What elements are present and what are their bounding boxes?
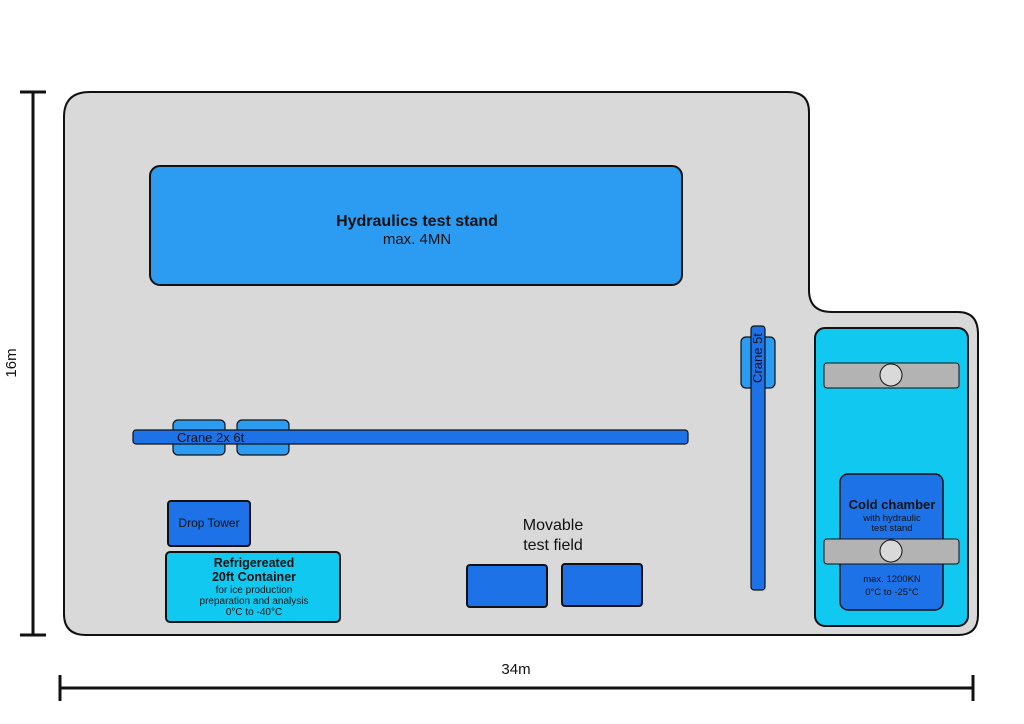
crane-5t: Crane 5t — [740, 325, 776, 591]
hydraulics-title: Hydraulics test stand — [336, 213, 498, 230]
container-title-1: Refrigereated — [214, 556, 295, 570]
refrigerated-container: Refrigereated 20ft Container for ice pro… — [165, 551, 341, 623]
cold-chamber-column-bottom — [879, 539, 903, 563]
height-dimension: 16m — [3, 90, 46, 637]
movable-test-field: Movable test field — [466, 517, 643, 608]
cold-chamber-line-2: test stand — [871, 523, 912, 534]
cold-chamber: Cold chamber with hydraulic test stand m… — [814, 327, 969, 627]
crane-2x6t-label: Crane 2x 6t — [177, 430, 245, 445]
cold-chamber-line-3: max. 1200KN — [863, 574, 921, 585]
crane-5t-label: Crane 5t — [750, 333, 765, 383]
drop-tower: Drop Tower — [167, 500, 251, 547]
cold-chamber-title: Cold chamber — [849, 497, 936, 512]
movable-line-1: Movable — [523, 517, 584, 534]
width-dimension: 34m — [58, 661, 975, 701]
movable-block-right — [561, 563, 643, 607]
hydraulics-subtitle: max. 4MN — [383, 231, 451, 248]
cold-chamber-column-top — [879, 363, 903, 387]
hydraulics-test-stand: Hydraulics test stand max. 4MN — [149, 165, 683, 286]
cold-chamber-line-4: 0°C to -25°C — [865, 587, 919, 598]
drop-tower-label: Drop Tower — [178, 516, 239, 530]
crane-2x6t: Crane 2x 6t — [132, 419, 689, 456]
container-line-1: for ice production — [216, 585, 293, 596]
container-line-2: preparation and analysis — [200, 596, 309, 607]
height-label: 16m — [3, 348, 20, 377]
container-title-2: 20ft Container — [212, 570, 296, 584]
cold-chamber-line-1: with hydraulic — [862, 513, 921, 524]
movable-line-2: test field — [523, 537, 583, 554]
width-label: 34m — [501, 661, 530, 678]
movable-block-left — [466, 564, 548, 608]
container-line-3: 0°C to -40°C — [226, 607, 282, 618]
